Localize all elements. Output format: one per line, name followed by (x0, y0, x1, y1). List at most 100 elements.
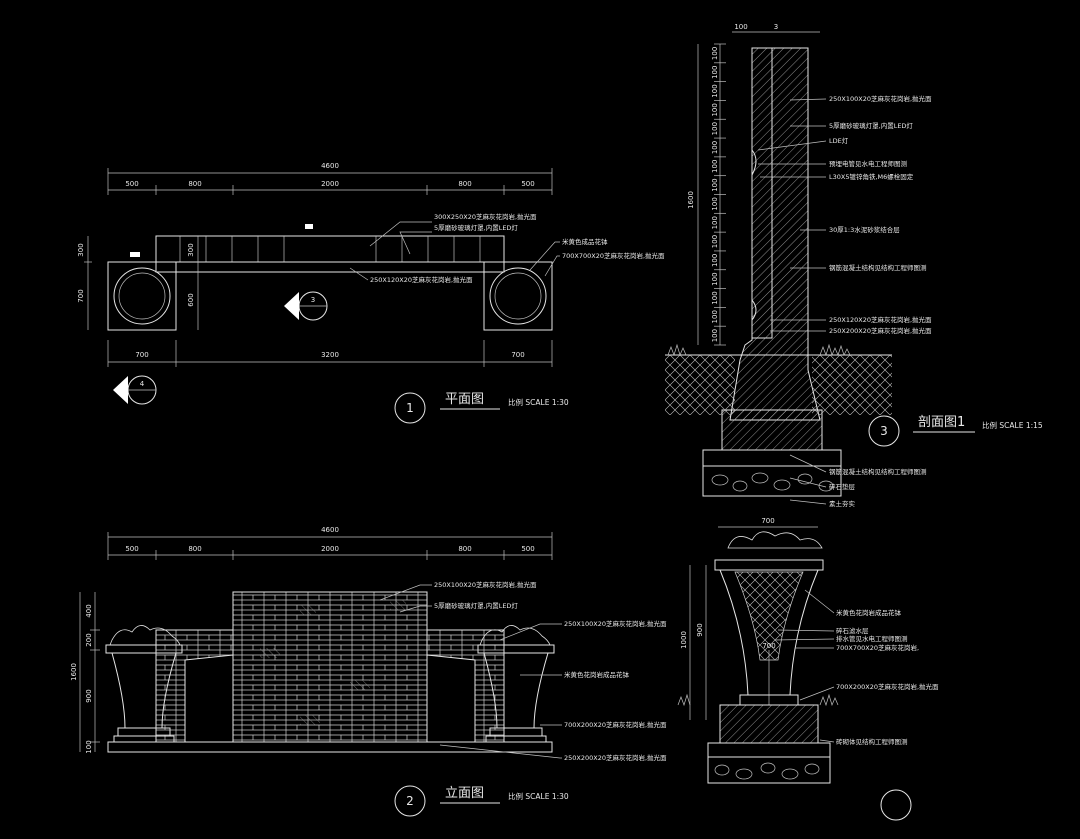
plan-wall (155, 235, 505, 263)
elevation-marker-4-label: 4 (140, 380, 145, 388)
sect-soil-right (812, 355, 892, 415)
detail-brick-base (719, 704, 819, 744)
planter-detail-view: 700 1000 900 700 米黄色花岗岩成品花钵碎石滤水层排水管见水电工程… (677, 517, 939, 821)
plan-dim-top-4: 800 (458, 180, 471, 188)
detail-note-3: 排水管见水电工程师图测 (836, 634, 908, 643)
sect-title-block: 3 剖面图1 比例 SCALE 1:15 (868, 415, 1043, 447)
plan-dim-left-2: 700 (77, 289, 85, 302)
elev-dim-total: 4600 (321, 526, 339, 534)
sect-dim-step: 100 (711, 103, 719, 116)
plan-dim-left-3: 300 (187, 243, 195, 256)
sect-dim-step: 100 (711, 291, 719, 304)
elev-title-block: 2 立面图 比例 SCALE 1:30 (394, 785, 569, 817)
elev-base (107, 741, 553, 753)
sect-note-8: 250X120X20芝麻灰花岗岩,抛光面 (829, 315, 932, 324)
sect-title-number: 3 (880, 424, 888, 438)
elev-note-1: 250X100X20芝麻灰花岗岩,抛光面 (434, 580, 537, 589)
sect-note-11: 碎石垫层 (829, 482, 856, 491)
plan-dim-top-2: 800 (188, 180, 201, 188)
elevation-view: 4600 500 800 2000 800 500 (70, 526, 667, 817)
elevation-marker-4[interactable]: 4 (113, 375, 157, 405)
sect-note-1: 250X100X20芝麻灰花岗岩,抛光面 (829, 94, 932, 103)
plan-note-5: 700X700X20芝麻灰花岗岩,抛光面 (562, 251, 665, 260)
sect-soil-left (665, 355, 735, 415)
elev-dim-top-4: 800 (458, 545, 471, 553)
sect-dim-step: 100 (711, 141, 719, 154)
sect-dim-step: 100 (711, 216, 719, 229)
plan-dim-top-3: 2000 (321, 180, 339, 188)
sect-dim-top-2: 3 (774, 23, 778, 31)
sect-concrete-base (702, 449, 842, 467)
sect-dim-step: 100 (711, 84, 719, 97)
sect-dim-step: 100 (711, 122, 719, 135)
elev-title: 立面图 (445, 786, 484, 801)
plan-dim-bottom-1: 700 (135, 351, 148, 359)
sect-dim-step: 100 (711, 178, 719, 191)
detail-note-5: 700X200X20芝麻灰花岗岩,抛光面 (836, 682, 939, 691)
plan-dim-left-1: 300 (77, 243, 85, 256)
sect-concrete-wall (729, 47, 821, 421)
sect-note-2: 5厚磨砂玻璃灯罩,内置LED灯 (829, 121, 913, 130)
plan-dim-top-5: 500 (521, 180, 534, 188)
elev-note-6: 250X200X20芝麻灰花岗岩,抛光面 (564, 753, 667, 762)
elev-dim-left-3: 900 (85, 689, 93, 702)
elev-dim-left-1: 400 (85, 604, 93, 617)
section-marker-3[interactable]: 3 (284, 291, 328, 321)
sect-gravel (702, 465, 842, 497)
plan-view: 4600 500 800 2000 800 500 (77, 162, 665, 424)
plan-dim-bottom-2: 3200 (321, 351, 339, 359)
plan-planter-right-bowl (489, 267, 547, 325)
plan-note-2: 5厚磨砂玻璃灯罩,内置LED灯 (434, 223, 518, 232)
sect-note-3: LDE灯 (829, 136, 849, 145)
sect-note-4: 预埋电管见水电工程师图测 (829, 159, 908, 168)
sect-dim-step: 100 (711, 235, 719, 248)
sect-dim-left-total: 1600 (687, 191, 695, 209)
sect-dim-step: 100 (711, 197, 719, 210)
sect-note-6: 30厚1:3水泥砂浆结合层 (829, 225, 900, 234)
sect-note-7: 钢筋混凝土结构见结构工程师图测 (829, 263, 927, 272)
sect-dim-step: 100 (711, 254, 719, 267)
elev-dim-top-2: 800 (188, 545, 201, 553)
sect-dim-step: 100 (711, 160, 719, 173)
detail-dim-inner: 700 (762, 642, 775, 650)
section-marker-3-label: 3 (311, 296, 315, 304)
sect-note-10: 钢筋混凝土结构见结构工程师图测 (829, 467, 927, 476)
elev-note-3: 250X100X20芝麻灰花岗岩,抛光面 (564, 619, 667, 628)
plan-lamp-left (130, 252, 140, 257)
detail-dim-top: 700 (761, 517, 774, 525)
plan-dim-total: 4600 (321, 162, 339, 170)
sect-dim-step: 100 (711, 329, 719, 342)
detail-dim-left-1: 1000 (680, 631, 688, 649)
sect-note-5: L30X5镀锌角铁,M6螺栓固定 (829, 172, 914, 181)
plan-dim-left-4: 600 (187, 293, 195, 306)
elev-dim-top-3: 2000 (321, 545, 339, 553)
detail-dim-left-2: 900 (696, 623, 704, 636)
section-view: 100 3 100 100 100 100 100 100 100 100 100 100 100 1… (665, 23, 1043, 508)
plan-coping (155, 261, 505, 273)
sect-note-9: 250X200X20芝麻灰花岗岩,抛光面 (829, 326, 932, 335)
detail-planter-rim (714, 559, 824, 571)
sect-footing (721, 409, 823, 451)
plan-planter-right (483, 261, 553, 331)
detail-note-6: 砖砌体见结构工程师图测 (836, 737, 908, 746)
plan-dim-bottom-3: 700 (511, 351, 524, 359)
elev-title-number: 2 (406, 794, 414, 808)
plan-scale: 比例 SCALE 1:30 (508, 397, 569, 407)
elev-note-5: 700X200X20芝麻灰花岗岩,抛光面 (564, 720, 667, 729)
elev-note-4: 米黄色花岗岩成品花钵 (564, 670, 630, 679)
elev-scale: 比例 SCALE 1:30 (508, 791, 569, 801)
elev-note-2: 5厚磨砂玻璃灯罩,内置LED灯 (434, 601, 518, 610)
elev-dim-top-5: 500 (521, 545, 534, 553)
detail-note-2: 碎石滤水层 (836, 626, 869, 635)
sect-dim-step: 100 (711, 272, 719, 285)
plan-note-3: 250X120X20芝麻灰花岗岩,抛光面 (370, 275, 473, 284)
elev-planter-right (477, 625, 555, 743)
plan-note-1: 300X250X20芝麻灰花岗岩,抛光面 (434, 212, 537, 221)
plan-lamp-mid (305, 224, 313, 229)
sect-title: 剖面图1 (918, 415, 965, 430)
detail-title-circle (880, 789, 912, 821)
sect-dim-step: 100 (711, 47, 719, 60)
plan-title-block: 1 平面图 比例 SCALE 1:30 (394, 392, 569, 424)
elev-dim-top-1: 500 (125, 545, 138, 553)
